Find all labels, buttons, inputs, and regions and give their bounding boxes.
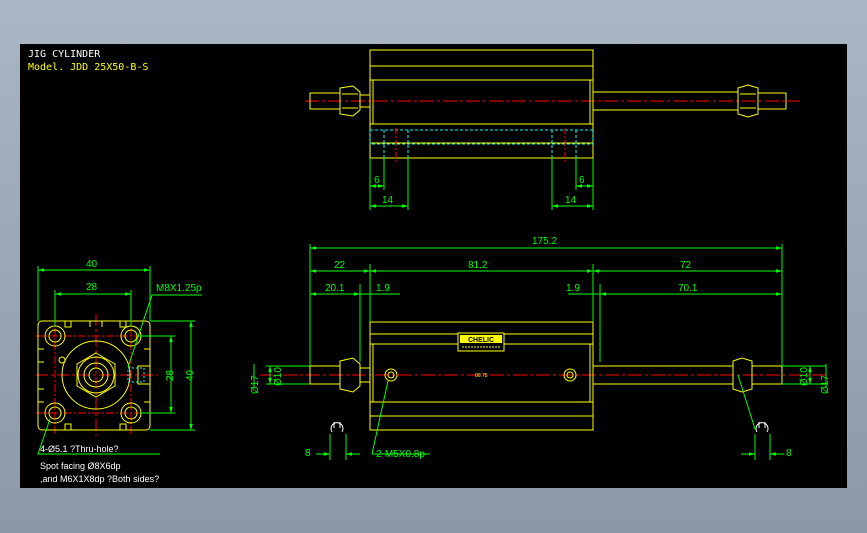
front-dimensions xyxy=(253,244,827,460)
front-view: CHELIC 00.75 xyxy=(250,236,831,460)
end-nut xyxy=(76,352,116,398)
title-block: JIG CYLINDER Model. JDD 25X50-B-S xyxy=(28,48,148,74)
end-bore xyxy=(61,340,131,410)
dim-overall-length: 175.2 xyxy=(532,236,557,247)
cad-viewport[interactable]: JIG CYLINDER Model. JDD 25X50-B-S xyxy=(20,44,847,488)
dim-end-width: 40 xyxy=(86,259,98,270)
top-hidden-lines xyxy=(369,129,594,158)
drawing-title: JIG CYLINDER xyxy=(28,49,101,60)
dim-end-height: 40 xyxy=(185,369,196,381)
dim-left-sub: 20.1 xyxy=(325,283,345,294)
dim-wrench-left: 8 xyxy=(305,448,311,459)
dim-top-right-6: 6 xyxy=(579,175,585,186)
dim-end-vpitch: 28 xyxy=(165,369,176,381)
note-line-2: Spot facing Ø8X6dp xyxy=(40,461,121,471)
wrench-right-icon xyxy=(755,422,769,433)
dim-end-port-thread: M8X1.25p xyxy=(156,283,202,294)
note-line-3: ,and M6X1X8dp ?Both sides? xyxy=(40,474,159,484)
front-nut-left xyxy=(339,357,361,393)
dim-rod-tol-left: Ø17 xyxy=(250,375,261,394)
dim-right-gap: 1.9 xyxy=(566,283,580,294)
dim-mid-section: 81.2 xyxy=(468,260,488,271)
top-dimensions xyxy=(369,158,594,210)
dim-rod-left: Ø10 xyxy=(273,367,284,386)
top-view: 6 14 6 14 xyxy=(305,49,800,210)
dim-rod-right: Ø10 xyxy=(799,367,810,386)
dim-left-gap: 1.9 xyxy=(376,283,390,294)
dim-top-left-14: 14 xyxy=(382,195,394,206)
dim-ports: 2-M5X0.8p xyxy=(376,449,425,460)
top-nut-left xyxy=(339,85,361,117)
dim-right-sub: 70.1 xyxy=(678,283,698,294)
dim-top-right-14: 14 xyxy=(565,195,577,206)
dim-wrench-right: 8 xyxy=(786,448,792,459)
top-nut-right xyxy=(737,84,759,118)
dim-top-left-6: 6 xyxy=(374,175,380,186)
end-view: 40 28 M8X1.25p 28 40 4-Ø5.1 ?Thru-hole? … xyxy=(36,259,202,484)
end-dimensions xyxy=(37,266,202,455)
note-line-1: 4-Ø5.1 ?Thru-hole? xyxy=(40,444,119,454)
dim-right-section: 72 xyxy=(680,260,692,271)
dim-end-pitch: 28 xyxy=(86,282,98,293)
drawing-canvas: 6 14 6 14 xyxy=(36,49,831,484)
brand-label: CHELIC xyxy=(468,337,494,344)
model-number: Model. JDD 25X50-B-S xyxy=(28,62,149,73)
brand-plate: CHELIC xyxy=(457,332,505,352)
dim-left-section: 22 xyxy=(334,260,346,271)
dim-rod-tol-right: Ø17 xyxy=(820,375,831,394)
wrench-left-icon xyxy=(330,422,344,433)
wrench-icons xyxy=(330,422,769,433)
ports xyxy=(384,368,577,382)
center-mark: 00.75 xyxy=(475,373,488,379)
front-nut-right xyxy=(732,357,753,393)
